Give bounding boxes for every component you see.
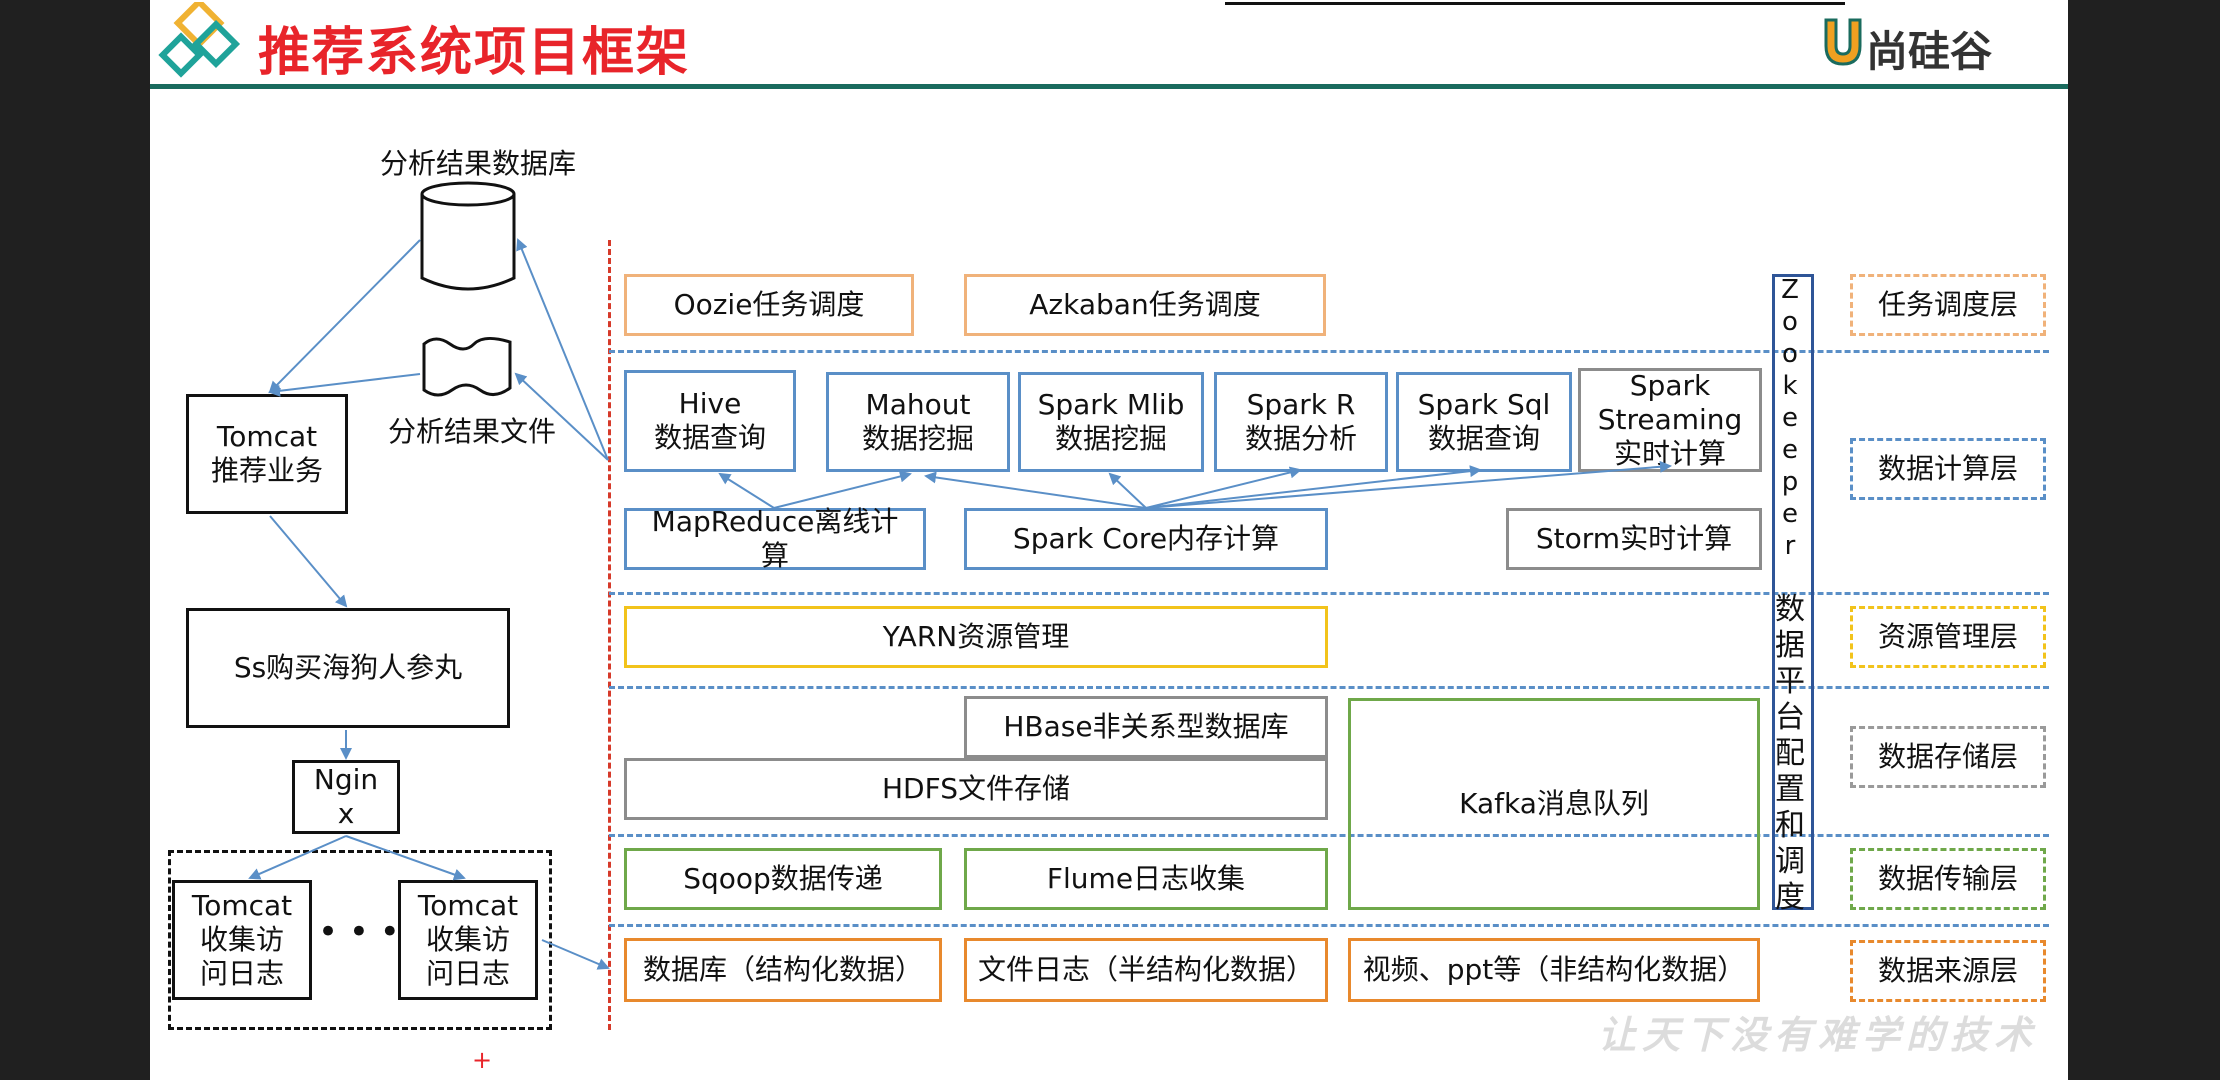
spark-core-box: Spark Core内存计算 bbox=[964, 508, 1328, 570]
page-title: 推荐系统项目框架 bbox=[258, 23, 691, 83]
nginx-box: Ngin x bbox=[292, 760, 400, 834]
zookeeper-cn-label: 数 据 平 台 配 置 和 调 度 bbox=[1775, 592, 1805, 915]
header-divider bbox=[150, 84, 2068, 89]
yarn-box: YARN资源管理 bbox=[624, 606, 1328, 668]
separator-3 bbox=[609, 686, 2049, 689]
hbase-box: HBase非关系型数据库 bbox=[964, 696, 1328, 758]
tomcat-recommend-box: Tomcat 推荐业务 bbox=[186, 394, 348, 514]
tomcat-log-box-2: Tomcat 收集访 问日志 bbox=[398, 880, 538, 1000]
oozie-box: Oozie任务调度 bbox=[624, 274, 914, 336]
plus-marker: + bbox=[472, 1046, 493, 1074]
ellipsis-dots: • • • bbox=[318, 912, 400, 952]
red-divider-line bbox=[608, 240, 611, 1030]
zookeeper-letters: Z o o k e e p e r bbox=[1781, 275, 1799, 561]
source-file-log-box: 文件日志（半结构化数据） bbox=[964, 938, 1328, 1002]
top-line bbox=[1225, 2, 1845, 5]
slide: 推荐系统项目框架 尚硅谷 分析结果数据库 分析结果文件 Tomcat 推荐业务 … bbox=[150, 0, 2068, 1080]
footer-slogan: 让天下没有难学的技术 bbox=[1598, 1012, 2039, 1057]
hive-box: Hive 数据查询 bbox=[624, 370, 796, 472]
spark-mlib-box: Spark Mlib 数据挖掘 bbox=[1018, 372, 1204, 472]
separator-4 bbox=[609, 834, 2049, 837]
separator-2 bbox=[609, 592, 2049, 595]
connector-arrows bbox=[248, 238, 1672, 970]
title-logo-icon bbox=[158, 2, 241, 78]
sqoop-box: Sqoop数据传递 bbox=[624, 848, 942, 910]
flume-box: Flume日志收集 bbox=[964, 848, 1328, 910]
zookeeper-box bbox=[1772, 274, 1814, 910]
ss-purchase-box: Ss购买海狗人参丸 bbox=[186, 608, 510, 728]
hdfs-box: HDFS文件存储 bbox=[624, 758, 1328, 820]
brand-logo-text: 尚硅谷 bbox=[1866, 27, 1993, 76]
layer-source-label: 数据来源层 bbox=[1850, 940, 2046, 1002]
analysis-file-label: 分析结果文件 bbox=[388, 415, 557, 448]
analysis-db-label: 分析结果数据库 bbox=[380, 147, 577, 180]
kafka-box: Kafka消息队列 bbox=[1348, 698, 1760, 910]
azkaban-box: Azkaban任务调度 bbox=[964, 274, 1326, 336]
storm-box: Storm实时计算 bbox=[1506, 508, 1762, 570]
document-file-icon bbox=[422, 337, 512, 397]
spark-streaming-box: Spark Streaming 实时计算 bbox=[1578, 368, 1762, 472]
database-icon bbox=[420, 181, 516, 291]
separator-5 bbox=[609, 924, 2049, 927]
brand-logo-icon bbox=[1824, 18, 1862, 66]
layer-compute-label: 数据计算层 bbox=[1850, 438, 2046, 500]
tomcat-cluster-group bbox=[168, 850, 552, 1030]
layer-transport-label: 数据传输层 bbox=[1850, 848, 2046, 910]
separator-1 bbox=[609, 350, 2049, 353]
layer-scheduling-label: 任务调度层 bbox=[1850, 274, 2046, 336]
source-db-box: 数据库（结构化数据） bbox=[624, 938, 942, 1002]
mahout-box: Mahout 数据挖掘 bbox=[826, 372, 1010, 472]
spark-sql-box: Spark Sql 数据查询 bbox=[1396, 372, 1572, 472]
layer-storage-label: 数据存储层 bbox=[1850, 726, 2046, 788]
source-video-box: 视频、ppt等（非结构化数据） bbox=[1348, 938, 1760, 1002]
layer-resource-label: 资源管理层 bbox=[1850, 606, 2046, 668]
tomcat-log-box-1: Tomcat 收集访 问日志 bbox=[172, 880, 312, 1000]
mapreduce-box: MapReduce离线计 算 bbox=[624, 505, 926, 572]
